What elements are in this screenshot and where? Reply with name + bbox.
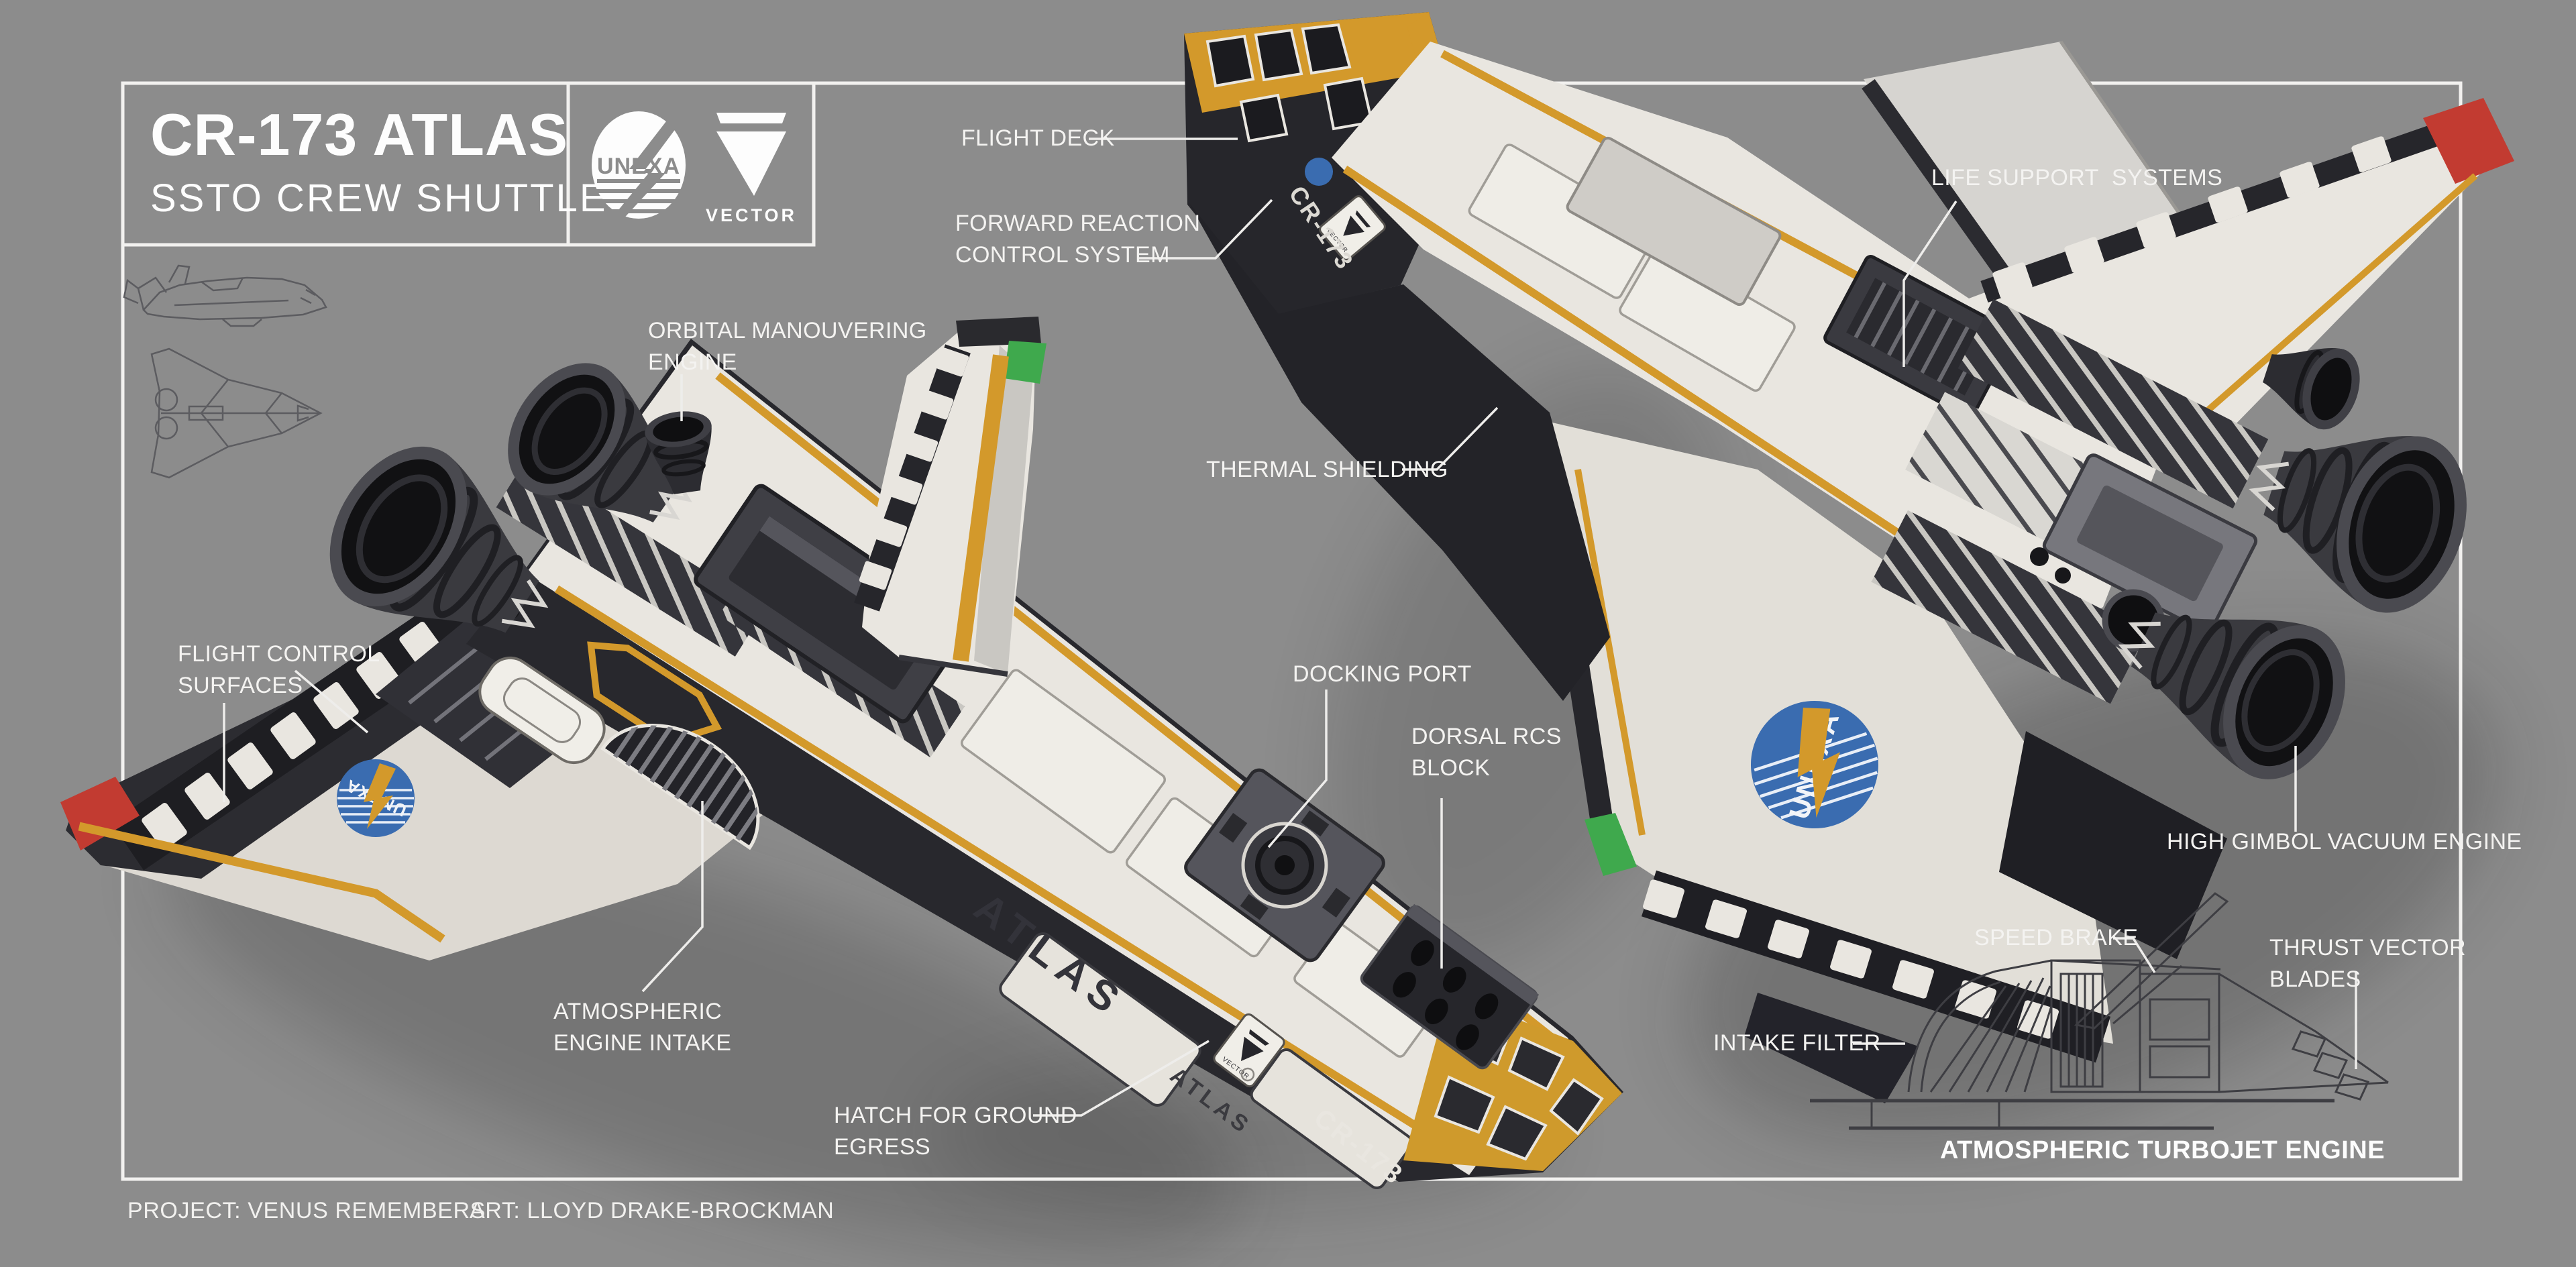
turbojet-inset-sketch xyxy=(1810,892,2389,1130)
starboard-wingtip-marking xyxy=(2423,98,2514,184)
wing-root-hex-panel xyxy=(587,641,722,746)
callout-flight-control: FLIGHT CONTROL SURFACES xyxy=(178,641,380,698)
callout-dorsal-rcs: DORSAL RCS BLOCK xyxy=(1411,724,1562,781)
wing-roundel: UNEXA xyxy=(337,759,415,837)
tail-fin xyxy=(854,317,1046,677)
fin-tip-marking xyxy=(1004,341,1046,384)
callout-hatch-egress: HATCH FOR GROUND EGRESS xyxy=(834,1103,1077,1160)
footer-project: PROJECT: VENUS REMEMBERS xyxy=(127,1198,486,1223)
vacuum-engine-small xyxy=(2263,348,2360,430)
leader-thermal-shielding xyxy=(1402,406,1499,471)
nose-roundel xyxy=(1305,158,1333,186)
cockpit-windows xyxy=(1205,23,1374,143)
side-view-sketch xyxy=(123,264,327,327)
svg-text:VECTOR: VECTOR xyxy=(706,205,797,225)
callout-flight-deck: FLIGHT DECK xyxy=(961,125,1115,151)
port-wingtip-marking xyxy=(60,777,140,850)
port-wingtip-marking-front xyxy=(1585,813,1637,876)
shuttle-rear-view: UNEXA xyxy=(60,317,1623,1191)
page-subtitle: SSTO CREW SHUTTLE xyxy=(150,176,608,220)
callout-forward-rcs: FORWARD REACTION CONTROL SYSTEM xyxy=(955,211,1201,268)
spine-radiator xyxy=(496,459,765,657)
leader-forward-rcs xyxy=(1138,199,1273,260)
main-engine-bell-2 xyxy=(508,363,692,522)
logo-box xyxy=(566,81,816,247)
leader-flight-control-a xyxy=(294,669,369,734)
callout-high-gimbol: HIGH GIMBOL VACUUM ENGINE xyxy=(2167,829,2522,855)
shuttle-front-view: UNEXA VECTOR xyxy=(1184,12,2514,1103)
vector-badge-nose: VECTOR xyxy=(1319,195,1386,261)
thermal-shielding-panel xyxy=(1189,203,1610,701)
leader-lines xyxy=(223,137,2357,1117)
callout-intake-filter: INTAKE FILTER xyxy=(1713,1030,1881,1056)
callout-docking-port: DOCKING PORT xyxy=(1293,661,1472,687)
fin-wedge xyxy=(1862,40,2188,287)
leader-speed-brake xyxy=(2113,937,2156,973)
leader-hatch-egress xyxy=(1033,1040,1210,1117)
vacuum-engine-upper xyxy=(2249,436,2467,613)
wing-roundel-large: UNEXA xyxy=(1751,701,1878,828)
footer-artist: ART: LLOYD DRAKE-BROCKMAN xyxy=(470,1198,835,1223)
callout-thrust-vector: THRUST VECTOR BLADES xyxy=(2269,935,2466,992)
vector-badge-hatch: VECTOR xyxy=(1213,1013,1285,1088)
callout-speed-brake: SPEED BRAKE xyxy=(1974,925,2139,950)
intake-grill xyxy=(600,702,775,850)
vacuum-engine-lower xyxy=(2118,612,2345,779)
oms-engine-bell xyxy=(645,411,712,494)
vector-logo: VECTOR xyxy=(706,113,797,225)
unexa-logo: UNEXA xyxy=(592,111,686,223)
leader-docking-port xyxy=(1267,690,1328,848)
lower-hull-panels xyxy=(999,932,1413,1189)
inset-caption: ATMOSPHERIC TURBOJET ENGINE xyxy=(1940,1136,2385,1164)
callout-orbital-engine: ORBITAL MANOUVERING ENGINE xyxy=(648,318,927,375)
aft-radiator-1 xyxy=(1957,298,2269,509)
dorsal-rcs-block xyxy=(1360,903,1540,1070)
leader-life-support xyxy=(1902,201,1957,367)
aft-radiator-2 xyxy=(1871,510,2147,704)
top-view-sketch xyxy=(150,347,323,479)
crew-pod-panel xyxy=(478,656,606,765)
main-engine-bell-1 xyxy=(329,446,549,633)
docking-port-module xyxy=(1184,768,1385,962)
leader-atmospheric-intake xyxy=(641,801,704,993)
page-title: CR-173 ATLAS xyxy=(150,101,569,168)
cargo-block-1 xyxy=(1566,136,1782,307)
callout-thermal-shielding: THERMAL SHIELDING xyxy=(1206,457,1448,482)
callout-life-support: LIFE SUPPORT SYSTEMS xyxy=(1931,165,2223,190)
callout-atmospheric-intake: ATMOSPHERIC ENGINE INTAKE xyxy=(553,999,732,1056)
